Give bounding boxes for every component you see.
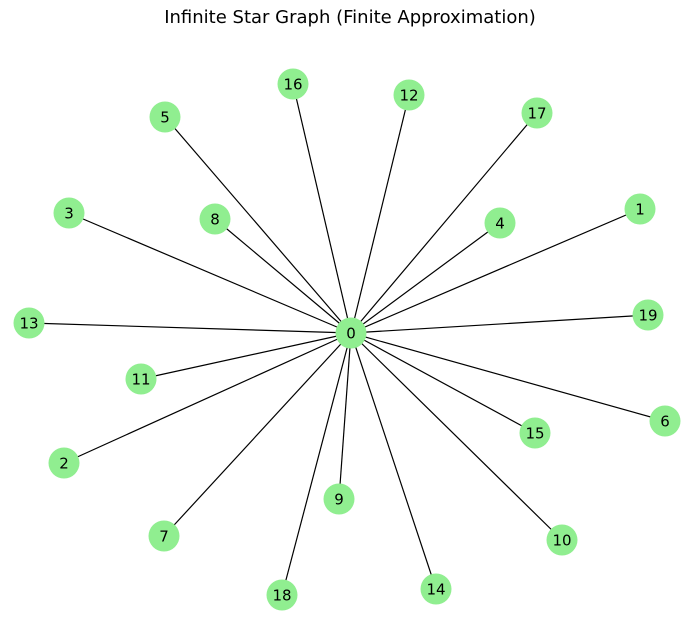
edge-0-7 bbox=[163, 332, 352, 537]
node-4 bbox=[484, 207, 516, 239]
node-2 bbox=[48, 447, 80, 479]
node-10 bbox=[546, 524, 578, 556]
edge-0-17 bbox=[350, 112, 538, 334]
edge-0-15 bbox=[350, 332, 536, 434]
node-9 bbox=[323, 483, 355, 515]
node-7 bbox=[148, 520, 180, 552]
edge-0-13 bbox=[28, 322, 352, 334]
edge-0-3 bbox=[68, 212, 352, 334]
edge-0-10 bbox=[350, 332, 563, 541]
edge-0-6 bbox=[350, 332, 666, 422]
edge-0-12 bbox=[350, 94, 410, 334]
node-12 bbox=[393, 79, 425, 111]
edge-0-18 bbox=[281, 332, 352, 596]
node-11 bbox=[125, 363, 157, 395]
node-16 bbox=[277, 68, 309, 100]
node-1 bbox=[624, 193, 656, 225]
node-14 bbox=[420, 573, 452, 605]
edge-0-16 bbox=[292, 83, 352, 334]
edge-0-4 bbox=[350, 222, 501, 334]
edges-layer bbox=[28, 83, 666, 596]
node-8 bbox=[199, 203, 231, 235]
edge-0-2 bbox=[63, 332, 352, 464]
node-19 bbox=[632, 299, 664, 331]
node-6 bbox=[649, 405, 681, 437]
node-18 bbox=[266, 579, 298, 611]
node-15 bbox=[519, 417, 551, 449]
node-17 bbox=[521, 97, 553, 129]
node-13 bbox=[13, 307, 45, 339]
edge-0-1 bbox=[350, 208, 641, 334]
node-3 bbox=[53, 197, 85, 229]
edge-0-14 bbox=[350, 332, 437, 590]
edge-0-19 bbox=[350, 314, 649, 334]
node-5 bbox=[149, 101, 181, 133]
edge-0-5 bbox=[164, 116, 352, 334]
edge-0-11 bbox=[140, 332, 352, 380]
figure-title: Infinite Star Graph (Finite Approximatio… bbox=[164, 7, 536, 28]
edge-0-8 bbox=[214, 218, 352, 334]
node-0 bbox=[335, 317, 367, 349]
edge-0-9 bbox=[338, 332, 352, 500]
